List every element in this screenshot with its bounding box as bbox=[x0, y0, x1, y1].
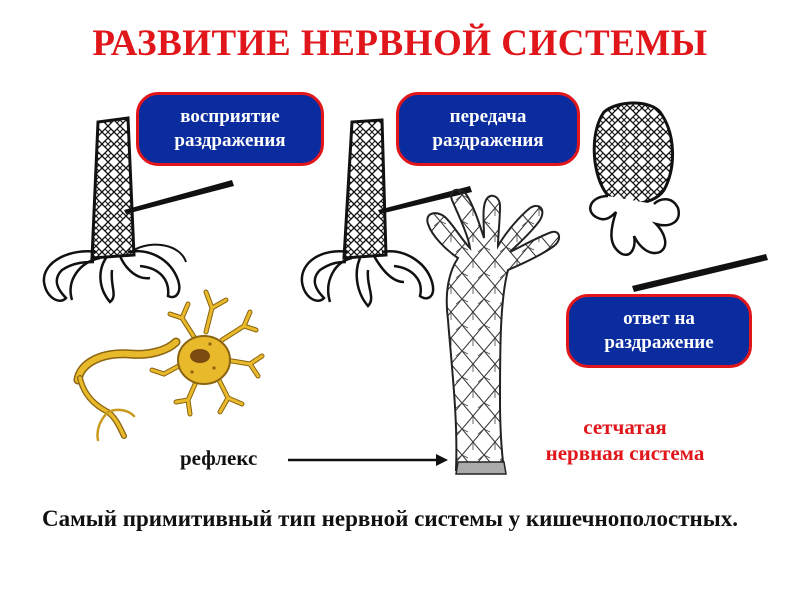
response-label-line2: раздражение bbox=[604, 332, 714, 353]
perception-label-line1: восприятие bbox=[180, 106, 280, 127]
response-label-line1: ответ на bbox=[623, 308, 695, 329]
transmission-label-line2: раздражения bbox=[432, 130, 544, 151]
neuron-icon bbox=[73, 289, 265, 442]
arrow-right-icon bbox=[288, 454, 448, 466]
hydra-left-icon bbox=[42, 116, 187, 304]
net-label-line1: сетчатая bbox=[583, 415, 667, 439]
perception-label-line2: раздражения bbox=[174, 130, 286, 151]
transmission-label-line1: передача bbox=[449, 106, 527, 127]
transmission-badge: передача раздражения bbox=[396, 92, 580, 166]
hydra-net-icon bbox=[426, 188, 560, 475]
caption-text: Самый примитивный тип нервной системы у … bbox=[42, 506, 739, 531]
reflex-label: рефлекс bbox=[180, 446, 258, 470]
needle-left-icon bbox=[124, 180, 234, 214]
needle-middle-icon bbox=[378, 186, 472, 214]
net-label-line2: нервная система bbox=[545, 441, 705, 465]
response-badge: ответ на раздражение bbox=[566, 294, 752, 368]
hydra-middle-icon bbox=[300, 118, 435, 308]
medusa-icon bbox=[589, 101, 681, 257]
net-system-label: сетчатая нервная система bbox=[520, 414, 730, 466]
page-title: РАЗВИТИЕ НЕРВНОЙ СИСТЕМЫ bbox=[92, 23, 708, 64]
perception-badge: восприятие раздражения bbox=[136, 92, 324, 166]
needle-right-icon bbox=[632, 254, 768, 292]
